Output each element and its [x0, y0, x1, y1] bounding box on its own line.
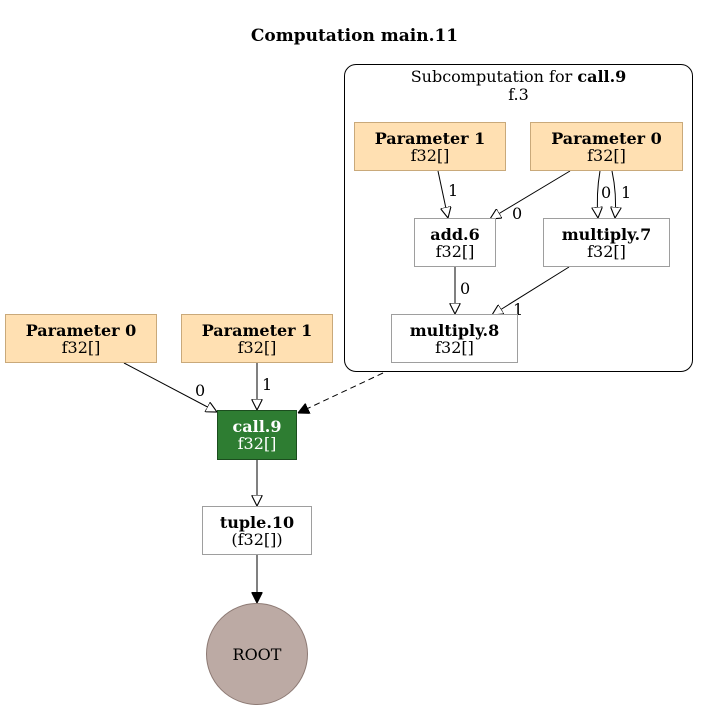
node-type: f32[]: [587, 241, 626, 261]
edge-sub-param0-add6: [490, 170, 571, 219]
call-9-node[interactable]: call.9 f32[]: [217, 410, 297, 460]
subcomputation-function: f.3: [508, 85, 529, 104]
node-type: f32[]: [435, 337, 474, 357]
subcomputation-label: Subcomputation for call.9 f.3: [344, 68, 693, 104]
edge-label-sub-param0-multiply7-b: 1: [621, 183, 631, 202]
edge-multiply7-multiply8: [492, 266, 570, 315]
main-parameter-1-node[interactable]: Parameter 1 f32[]: [181, 314, 333, 363]
node-name: call.9: [232, 417, 282, 436]
subcomputation-cluster: [344, 64, 693, 372]
edge-label-multiply7-multiply8: 1: [513, 300, 523, 319]
node-name: tuple.10: [219, 512, 295, 532]
node-name: Parameter 1: [374, 128, 486, 148]
node-name: Parameter 0: [551, 128, 662, 148]
node-type: f32[]: [587, 145, 626, 165]
edge-sub-param1-add6: [437, 170, 448, 218]
node-type: f32[]: [435, 241, 475, 261]
node-type: f32[]: [61, 337, 101, 357]
sub-parameter-0-node[interactable]: Parameter 0 f32[]: [530, 122, 683, 171]
node-name: multiply.8: [409, 320, 500, 340]
multiply-8-node[interactable]: multiply.8 f32[]: [391, 314, 518, 363]
edge-sub-param0-multiply7-a: [597, 170, 600, 218]
edge-label-sub-param0-multiply7-a: 0: [601, 183, 611, 202]
node-type: f32[]: [237, 337, 277, 357]
sub-parameter-1-node[interactable]: Parameter 1 f32[]: [354, 122, 506, 171]
node-type: f32[]: [237, 434, 277, 453]
subcomputation-call-name: call.9: [577, 67, 627, 86]
multiply-7-node[interactable]: multiply.7 f32[]: [543, 218, 670, 267]
edge-label-add6-multiply8: 0: [460, 279, 470, 298]
node-name: multiply.7: [561, 224, 652, 244]
node-type: f32[]: [410, 145, 450, 165]
edge-label-sub-param0-add6: 0: [512, 204, 522, 223]
add-6-node[interactable]: add.6 f32[]: [414, 218, 496, 267]
node-name: Parameter 0: [25, 320, 137, 340]
edge-label-main-param0-call9: 0: [195, 381, 205, 400]
graph-title: Computation main.11: [250, 26, 459, 46]
node-name: add.6: [430, 224, 480, 244]
node-name: ROOT: [232, 644, 282, 664]
main-parameter-0-node[interactable]: Parameter 0 f32[]: [5, 314, 157, 363]
node-name: Parameter 1: [201, 320, 313, 340]
node-type: (f32[]): [231, 529, 283, 549]
subcomputation-prefix: Subcomputation for: [410, 67, 578, 86]
edge-subcomputation-call9: [298, 372, 384, 413]
tuple-10-node[interactable]: tuple.10 (f32[]): [202, 506, 312, 555]
edge-label-sub-param1-add6: 1: [448, 181, 458, 200]
edge-label-main-param1-call9: 1: [262, 375, 272, 394]
root-node[interactable]: ROOT: [206, 603, 308, 705]
edge-main-param0-call9: [123, 362, 217, 412]
edge-sub-param0-multiply7-b: [612, 170, 616, 218]
